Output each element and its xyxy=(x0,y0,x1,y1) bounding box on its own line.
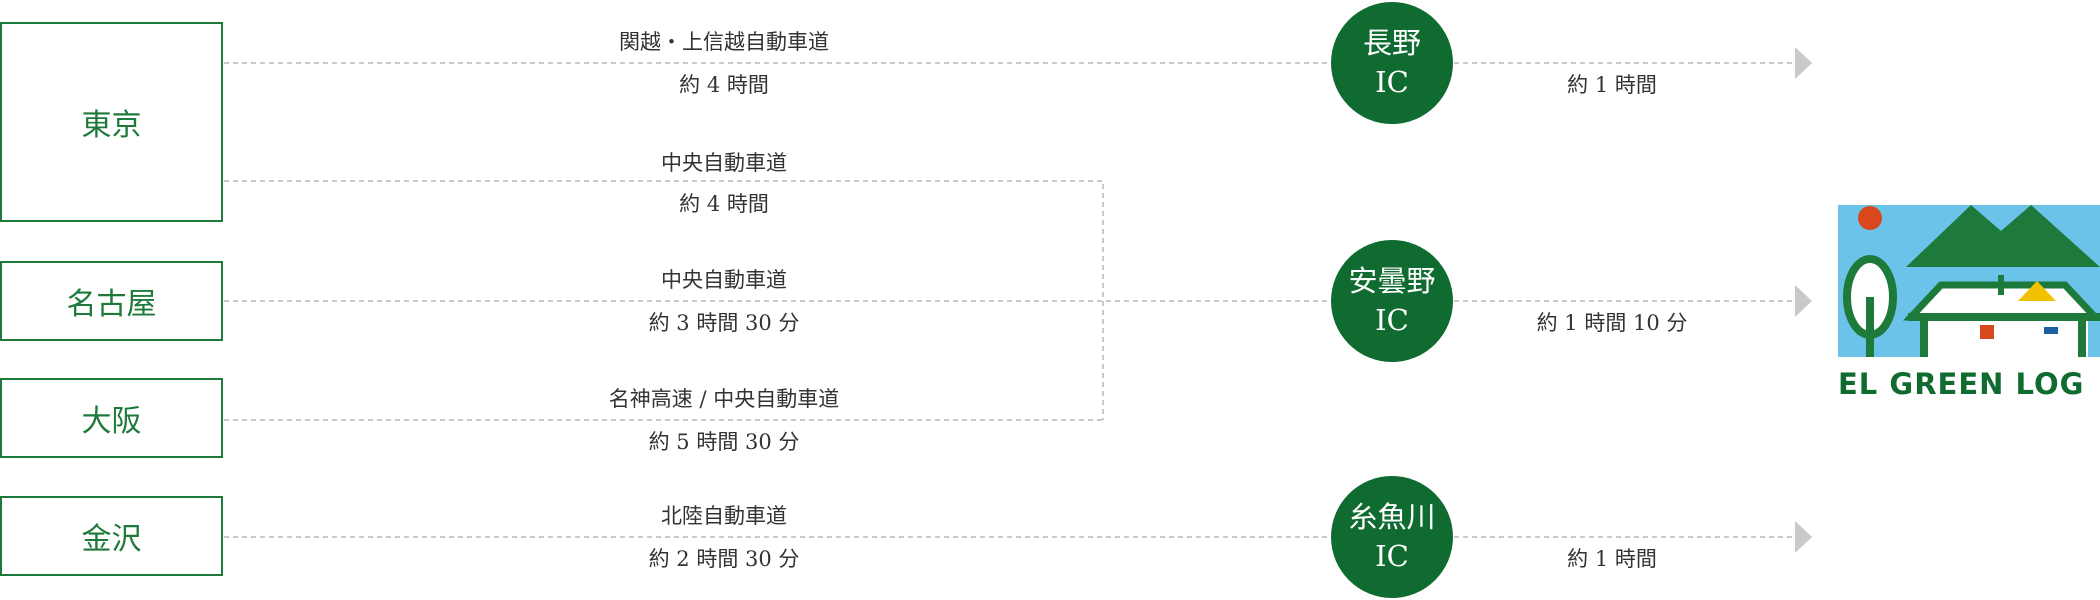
city-box-nagoya: 名古屋 xyxy=(0,261,223,341)
route-time-kanazawa: 約 2 時間 30 分 xyxy=(648,547,800,571)
route-time-tokyo: 約 4 時間 xyxy=(679,73,769,97)
route-time-chuo-upper: 約 4 時間 xyxy=(679,192,769,216)
ic-name-azumino: 安曇野 xyxy=(1348,263,1436,298)
ic-name-itoigawa: 糸魚川 xyxy=(1348,499,1436,534)
logo-mountains xyxy=(1906,205,2100,267)
arrow-head-nagano xyxy=(1795,47,1812,79)
logo-house-door xyxy=(1980,325,1994,339)
logo-house-window xyxy=(2044,327,2058,334)
exit-time-nagano: 約 1 時間 xyxy=(1567,73,1657,97)
route-time-nagoya: 約 3 時間 30 分 xyxy=(648,311,800,335)
exit-time-itoigawa: 約 1 時間 xyxy=(1567,547,1657,571)
city-box-osaka: 大阪 xyxy=(0,378,223,458)
arrow-head-itoigawa xyxy=(1795,521,1812,553)
route-road-tokyo: 関越・上信越自動車道 xyxy=(619,30,829,54)
logo-house-body xyxy=(1920,315,2088,357)
ic-badge-azumino: 安曇野 IC xyxy=(1331,240,1453,362)
logo-house-accent xyxy=(2018,281,2056,301)
ic-suffix-azumino: IC xyxy=(1375,303,1409,337)
logo-wordmark: EL GREEN LOG xyxy=(1838,367,2085,401)
city-label-nagoya: 名古屋 xyxy=(66,287,157,322)
arrow-head-azumino xyxy=(1795,285,1812,317)
ic-name-nagano: 長野 xyxy=(1362,25,1421,60)
route-road-chuo-upper: 中央自動車道 xyxy=(661,151,787,175)
logo-sun xyxy=(1858,206,1882,230)
ic-suffix-itoigawa: IC xyxy=(1375,539,1409,573)
ic-badge-itoigawa: 糸魚川 IC xyxy=(1331,476,1453,598)
ic-suffix-nagano: IC xyxy=(1375,65,1409,99)
exit-time-azumino: 約 1 時間 10 分 xyxy=(1536,311,1688,335)
route-time-osaka: 約 5 時間 30 分 xyxy=(648,430,800,454)
route-road-kanazawa: 北陸自動車道 xyxy=(661,504,787,528)
route-road-osaka: 名神高速 / 中央自動車道 xyxy=(608,387,840,411)
route-road-nagoya: 中央自動車道 xyxy=(661,268,787,292)
chuo-route-line xyxy=(224,180,1104,420)
ic-badge-nagano: 長野 IC xyxy=(1331,2,1453,124)
logo-tree-trunk xyxy=(1866,297,1874,357)
city-box-kanazawa: 金沢 xyxy=(0,496,223,576)
city-box-tokyo: 東京 xyxy=(0,22,223,222)
city-label-tokyo: 東京 xyxy=(81,108,142,143)
el-green-log-logo xyxy=(1838,205,2100,357)
city-label-osaka: 大阪 xyxy=(81,404,142,439)
city-label-kanazawa: 金沢 xyxy=(81,522,142,557)
